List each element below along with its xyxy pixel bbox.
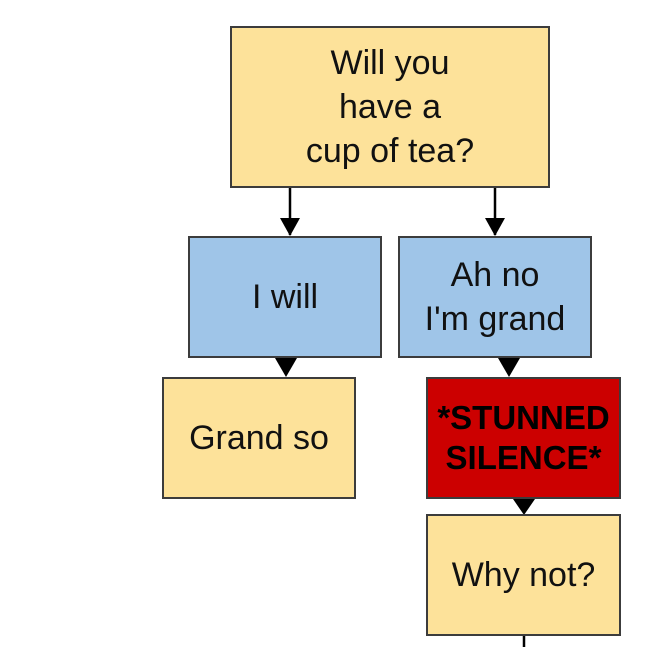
node-no: Ah no I'm grand bbox=[398, 236, 592, 358]
node-stunned-silence: *STUNNED SILENCE* bbox=[426, 377, 621, 499]
arrowhead-yes-to-grand bbox=[275, 358, 297, 377]
node-yes-label: I will bbox=[251, 277, 319, 316]
node-no-label: Ah no I'm grand bbox=[424, 255, 566, 338]
node-question: Will you have a cup of tea? bbox=[230, 26, 550, 188]
node-why-not: Why not? bbox=[426, 514, 621, 636]
node-yes: I will bbox=[188, 236, 382, 358]
arrowhead-silence-to-why bbox=[513, 499, 535, 515]
node-grand-so-label: Grand so bbox=[189, 418, 329, 457]
arrowhead-question-to-yes bbox=[280, 218, 300, 236]
arrowhead-question-to-no bbox=[485, 218, 505, 236]
node-grand-so: Grand so bbox=[162, 377, 356, 499]
node-stunned-silence-label: *STUNNED SILENCE* bbox=[437, 399, 610, 476]
node-why-not-label: Why not? bbox=[451, 555, 596, 594]
arrowhead-no-to-silence bbox=[498, 358, 520, 377]
node-question-label: Will you have a cup of tea? bbox=[305, 43, 475, 171]
